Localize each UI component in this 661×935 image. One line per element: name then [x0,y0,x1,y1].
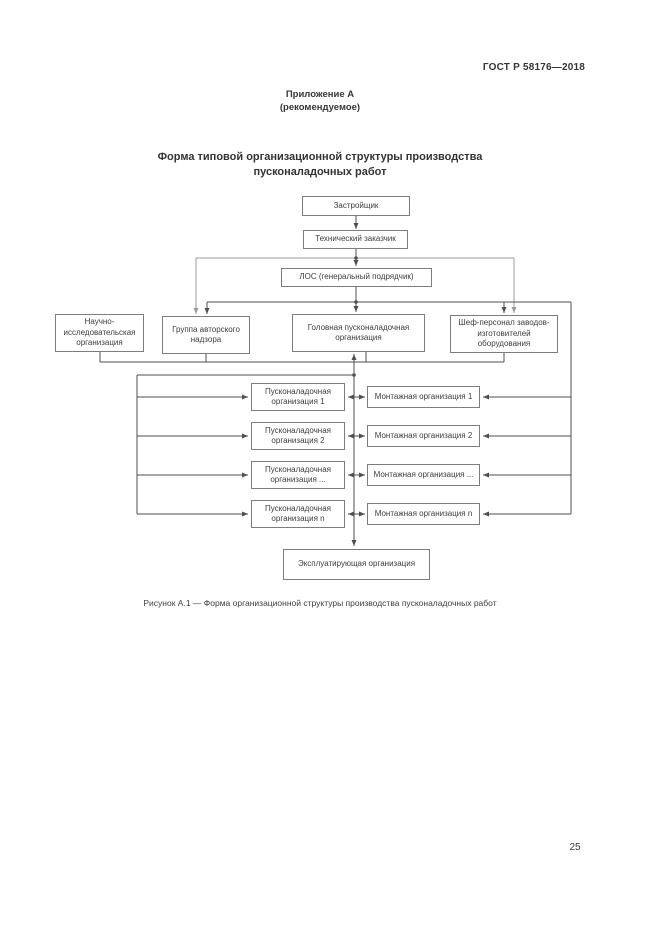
node-commissioning-org-2: Пусконаладочная организация 2 [251,422,345,450]
page-number: 25 [569,842,581,853]
node-design-supervision-group: Группа авторского надзора [162,316,250,354]
annex-label: Приложение А [285,89,355,100]
node-operating-organization: Эксплуатирующая организация [283,549,430,580]
node-head-commissioning-organization: Головная пусконаладочная организация [292,314,425,352]
annex-type: (рекомендуемое) [279,102,361,113]
node-commissioning-org-n: Пусконаладочная организация n [251,500,345,528]
figure-caption: Рисунок А.1 — Форма организационной стру… [143,598,497,608]
node-installation-org-n: Монтажная организация n [367,503,480,525]
node-installation-org-2: Монтажная организация 2 [367,425,480,447]
node-commissioning-org-1: Пусконаладочная организация 1 [251,383,345,411]
node-developer: Застройщик [302,196,410,216]
node-research-organization: Научно-исследовательская организация [55,314,144,352]
node-los-general-contractor: ЛОС (генеральный подрядчик) [281,268,432,287]
figure-title: Форма типовой организационной структуры … [157,151,483,178]
node-installation-org-ellipsis: Монтажная организация ... [367,464,480,486]
node-commissioning-org-ellipsis: Пусконаладочная организация ... [251,461,345,489]
node-installation-org-1: Монтажная организация 1 [367,386,480,408]
annex-heading: Приложение А (рекомендуемое) [10,88,630,114]
doc-code: ГОСТ Р 58176—2018 [482,62,585,73]
node-chief-personnel: Шеф-персонал заводов-изготовителей обору… [450,315,558,353]
node-technical-customer: Технический заказчик [303,230,408,249]
